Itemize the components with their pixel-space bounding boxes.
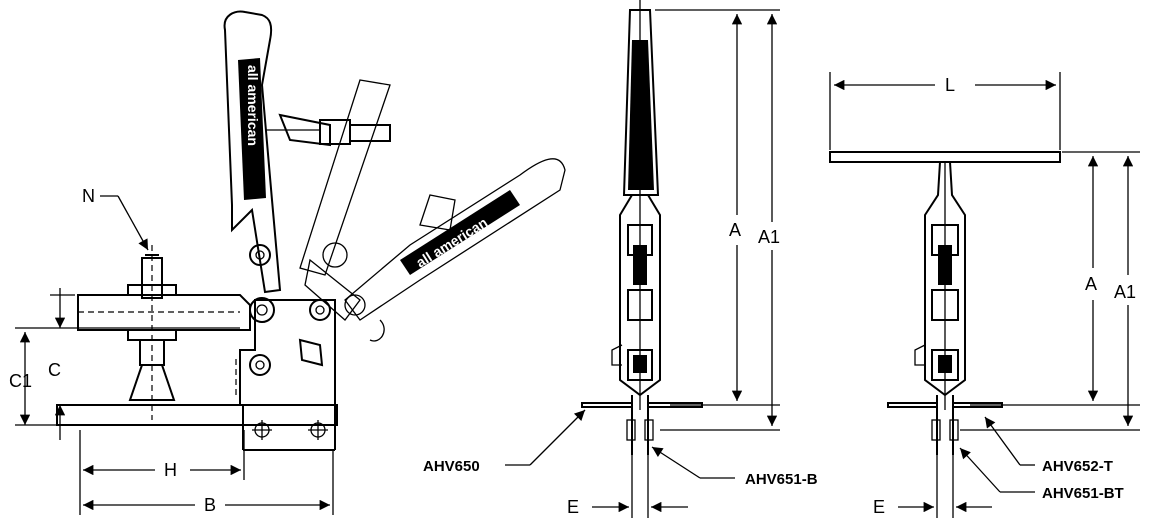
side-view: all american all american [56, 10, 566, 451]
dim-label-a1-right: A1 [1114, 282, 1136, 302]
clamp-body [239, 299, 336, 405]
left-dimensions: C1 C H B N [9, 186, 334, 515]
dim-label-l: L [945, 75, 955, 95]
vertical-handle [223, 10, 282, 294]
dim-label-e-mid: E [567, 497, 579, 517]
clamp-arm [77, 294, 251, 331]
model-ahv652t: AHV652-T [1042, 458, 1113, 475]
front-handle [622, 9, 660, 196]
open-handle-outline [344, 158, 566, 321]
handle-grip [238, 58, 266, 200]
base-plate [56, 404, 338, 426]
handle-brand-text: all american [245, 65, 261, 146]
dim-label-h: H [164, 460, 177, 480]
dim-label-b: B [204, 495, 216, 515]
dim-label-c1: C1 [9, 371, 32, 391]
dim-label-e-right: E [873, 497, 885, 517]
model-ahv651bt: AHV651-BT [1042, 485, 1124, 502]
model-ahv650: AHV650 [423, 458, 480, 475]
dim-label-a-mid: A [729, 220, 741, 240]
model-ahv651b: AHV651-B [745, 471, 818, 488]
t-handle-bar [829, 151, 1061, 163]
front-view-vertical: A A1 E AHV650 AHV651-B [423, 0, 818, 518]
spindle-tip [128, 364, 176, 401]
open-arm-outline [299, 79, 391, 276]
dim-label-a1-mid: A1 [758, 227, 780, 247]
dim-label-a-right: A [1085, 274, 1097, 294]
dim-label-n: N [82, 186, 95, 206]
front-view-t-handle: L A A1 E AHV652-T AHV651-BT [829, 72, 1140, 518]
dim-label-c: C [48, 360, 61, 380]
